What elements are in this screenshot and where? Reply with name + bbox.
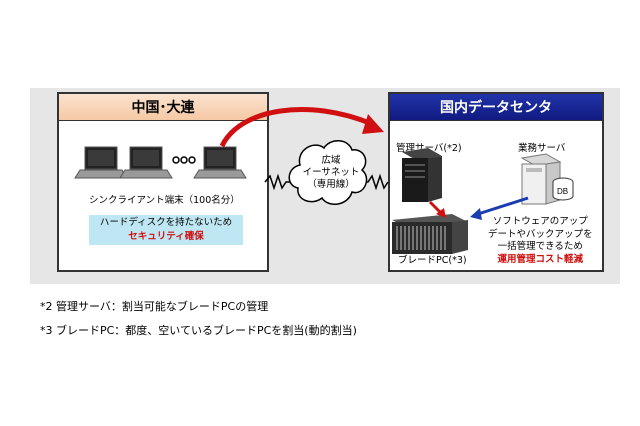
network-link-right [362, 173, 389, 191]
wan-line2: イーサネット [302, 167, 360, 178]
laptop-icon [193, 146, 247, 179]
mgmt-to-blade-arrow [428, 200, 442, 214]
dalian-panel: 中国･大連 シンクライアント端末（100名分） ハードディスクを持たないため セ… [57, 92, 269, 272]
laptop-icon [119, 146, 173, 179]
security-note-line2: セキュリティ確保 [128, 231, 204, 242]
biz-to-blade-arrow-head [470, 208, 482, 220]
thin-client-label: シンクライアント端末（100名分） [89, 195, 240, 206]
business-server-icon [520, 153, 574, 205]
wan-line3: （専用線） [307, 179, 355, 190]
mgmt-to-blade-arrow-head [436, 208, 446, 218]
laptop-icon [74, 146, 128, 179]
footnote-mgmt-server: *2 管理サーバ：割当可能なブレードPCの管理 [40, 300, 269, 313]
footnote-blade-pc: *3 ブレードPC：都度、空いているブレードPCを割当(動的割当) [40, 324, 357, 337]
management-server-icon [402, 148, 442, 202]
blade-pc-icon [392, 214, 468, 254]
biz-to-blade-arrow [477, 196, 529, 216]
benefit-line2: デートやバックアップを [488, 228, 593, 240]
wan-label: 広域 イーサネット （専用線） [298, 155, 364, 191]
benefit-line3: 一括管理できるため [497, 241, 583, 252]
dalian-panel-title: 中国･大連 [59, 94, 267, 121]
biz-server-label: 業務サーバ [518, 143, 566, 154]
security-note: ハードディスクを持たないため セキュリティ確保 [89, 215, 243, 245]
db-label: DB [557, 187, 568, 196]
security-note-line1: ハードディスクを持たないため [99, 217, 233, 228]
benefit-line1: ソフトウェアのアップ [492, 216, 588, 227]
ellipsis-icon [172, 156, 196, 164]
cloud-icon [288, 140, 368, 205]
datacenter-panel-title: 国内データセンタ [390, 94, 602, 121]
blade-pc-label: ブレードPC(*3) [398, 255, 467, 266]
benefit-line4: 運用管理コスト軽減 [497, 253, 584, 265]
red-arrow-head [362, 114, 384, 134]
red-arrow [219, 107, 373, 148]
network-link-left [264, 173, 292, 191]
benefit-text: ソフトウェアのアップ デートやバックアップを 一括管理できるため 運用管理コスト… [488, 216, 593, 266]
wan-line1: 広域 [321, 155, 341, 166]
